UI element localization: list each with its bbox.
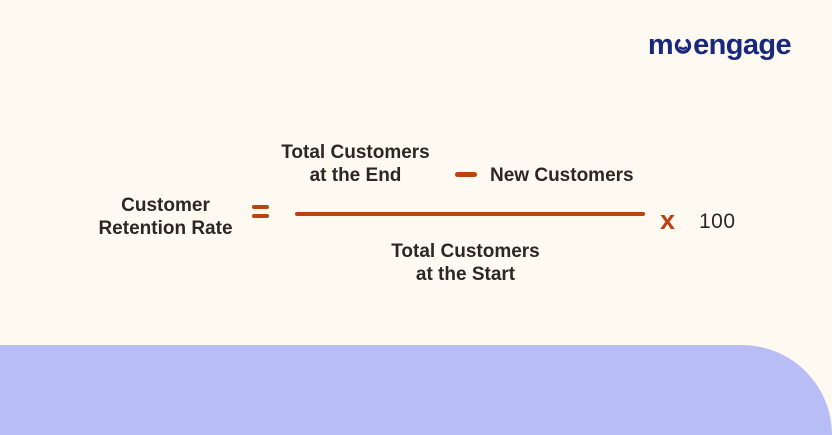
denominator-line2: at the Start — [415, 264, 516, 285]
numerator-minuend: Total Customers at the End — [263, 141, 448, 187]
lhs-line1: Customer — [121, 195, 210, 216]
logo-text-engage: engage — [693, 29, 792, 61]
multiplier-value: 100 — [699, 210, 736, 233]
equals-icon — [252, 205, 269, 218]
denominator-line1: Total Customers — [391, 241, 540, 262]
minuend-line1: Total Customers — [281, 142, 430, 163]
equals-bar-bottom — [252, 214, 269, 218]
minus-icon — [455, 172, 477, 177]
logo-text-m: m — [647, 29, 674, 61]
formula-lhs-label: Customer Retention Rate — [88, 194, 243, 240]
fraction-bar — [295, 212, 645, 216]
footer-purple-shape — [0, 345, 832, 435]
moengage-logo: m engage — [647, 29, 792, 61]
numerator-subtrahend: New Customers — [490, 165, 634, 186]
lhs-line2: Retention Rate — [98, 218, 233, 239]
smiling-o-icon — [674, 38, 692, 54]
equals-bar-top — [252, 205, 269, 209]
denominator: Total Customers at the Start — [373, 240, 558, 286]
minuend-line2: at the End — [309, 165, 402, 186]
multiply-sign: x — [660, 205, 676, 235]
